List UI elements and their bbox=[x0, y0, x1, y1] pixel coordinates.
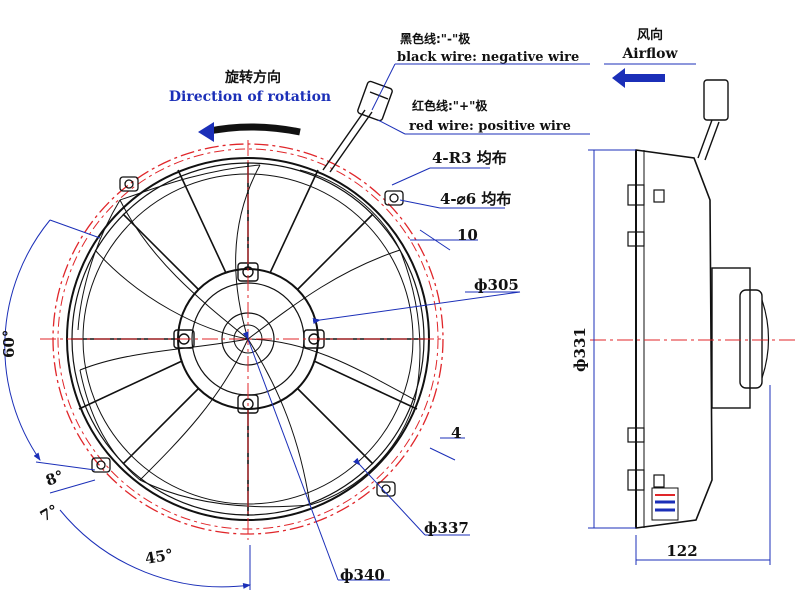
dim-340: ф340 bbox=[340, 566, 385, 584]
dim-4: 4 bbox=[451, 424, 461, 442]
rotation-arrow bbox=[204, 123, 301, 136]
rotation-cn: 旋转方向 bbox=[224, 69, 281, 86]
angle-7: 7° bbox=[37, 501, 62, 526]
mounting-lugs bbox=[91, 176, 404, 497]
r3-label: 4-R3 均布 bbox=[432, 149, 507, 167]
dim-122: 122 bbox=[666, 542, 697, 560]
airflow-en: Airflow bbox=[621, 46, 678, 62]
hole-label: 4-⌀6 均布 bbox=[440, 190, 511, 208]
red-wire-en: red wire: positive wire bbox=[409, 119, 571, 134]
dim-331: ф331 bbox=[571, 327, 589, 372]
rotation-en: Direction of rotation bbox=[169, 89, 331, 105]
black-wire-cn: 黑色线:"-"极 bbox=[400, 31, 471, 46]
red-wire-cn: 红色线:"+"极 bbox=[412, 98, 488, 113]
black-wire-en: black wire: negative wire bbox=[397, 50, 579, 65]
dim-10: 10 bbox=[457, 226, 478, 244]
airflow-cn: 风向 bbox=[637, 27, 663, 43]
wire-harness bbox=[322, 80, 393, 173]
side-view bbox=[588, 79, 795, 565]
dim-305: ф305 bbox=[474, 276, 519, 294]
blades bbox=[77, 164, 421, 508]
front-view bbox=[40, 80, 445, 540]
angle-45: 45° bbox=[144, 545, 175, 568]
airflow-arrow bbox=[612, 68, 665, 88]
angle-8: 8° bbox=[43, 467, 66, 490]
angle-60: 60° bbox=[0, 330, 18, 358]
dim-337: ф337 bbox=[424, 519, 469, 537]
dimension-lines bbox=[4, 63, 590, 590]
